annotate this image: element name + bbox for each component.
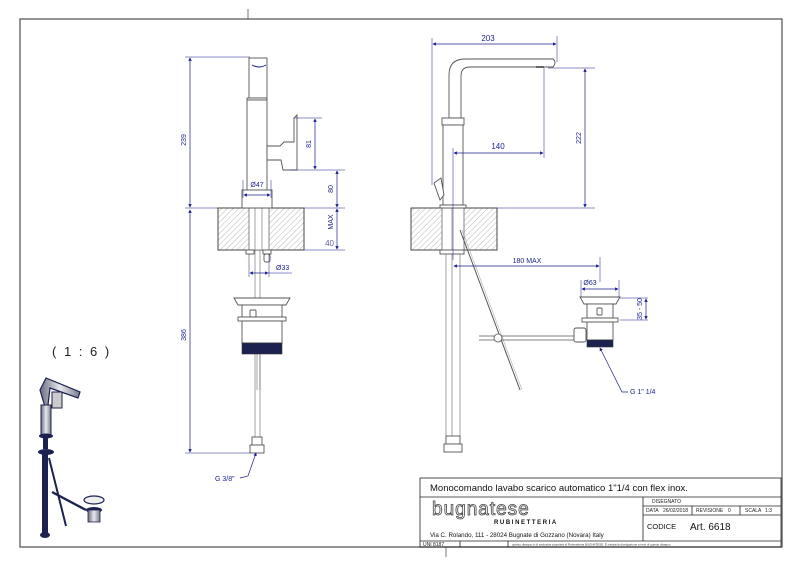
dim-80: 80 (328, 185, 335, 193)
codice-label: CODICE (647, 522, 676, 531)
company-address: Via C. Rolando, 111 - 28024 Bugnate di G… (430, 532, 605, 539)
side-view: 203 140 222 180 MAX Ø63 35 - 50 G 1" 1/4 (410, 34, 656, 453)
data-label: DATA (646, 508, 659, 514)
revisione-label: REVISIONE (696, 508, 724, 514)
dim-180max: 180 MAX (513, 258, 542, 265)
isometric-view: ( 1 : 6 ) (38, 344, 111, 538)
brand-subtitle: RUBINETTERIA (494, 520, 558, 526)
drawing-frame (19, 9, 783, 557)
dim-239: 239 (181, 134, 188, 146)
brand-logo: bugnatese (432, 499, 530, 520)
dimensions-front: 239 386 81 80 MAX 40 Ø47 Ø33 (181, 56, 345, 483)
standard-label: UNI 8187 (423, 542, 444, 548)
title-block: Monocomando lavabo scarico automatico 1"… (419, 477, 782, 548)
dim-140: 140 (491, 142, 505, 151)
dim-d33: Ø33 (276, 265, 289, 272)
dim-203: 203 (481, 34, 495, 43)
codice-value: Art. 6618 (690, 522, 731, 533)
dim-g114: G 1" 1/4 (630, 389, 656, 396)
dim-40: 40 (325, 239, 334, 248)
dim-386: 386 (181, 329, 188, 341)
dim-g38: G 3/8" (215, 476, 235, 483)
dimensions-side: 203 140 222 180 MAX Ø63 35 - 50 G 1" 1/4 (431, 34, 656, 396)
dim-d63: Ø63 (583, 280, 596, 287)
ownership-notice: questo disegno è di esclusiva proprietà … (512, 542, 671, 547)
drawing-title: Monocomando lavabo scarico automatico 1"… (430, 483, 688, 494)
drain-valve-front (233, 297, 291, 390)
scala-value: 1:3 (765, 508, 772, 514)
dim-81: 81 (306, 140, 313, 148)
front-view: 239 386 81 80 MAX 40 Ø47 Ø33 (181, 56, 345, 483)
disegnato-label: DISEGNATO (652, 499, 681, 505)
dim-max: MAX (328, 214, 335, 230)
dim-d47: Ø47 (250, 182, 263, 189)
scale-label: ( 1 : 6 ) (52, 344, 111, 359)
revisione-value: 0 (728, 508, 731, 514)
dim-222: 222 (576, 132, 583, 144)
drain-valve-side (573, 296, 621, 348)
dim-35-50: 35 - 50 (637, 298, 644, 320)
data-value: 26/02/2018 (663, 508, 688, 514)
scala-label: SCALA (745, 508, 762, 514)
